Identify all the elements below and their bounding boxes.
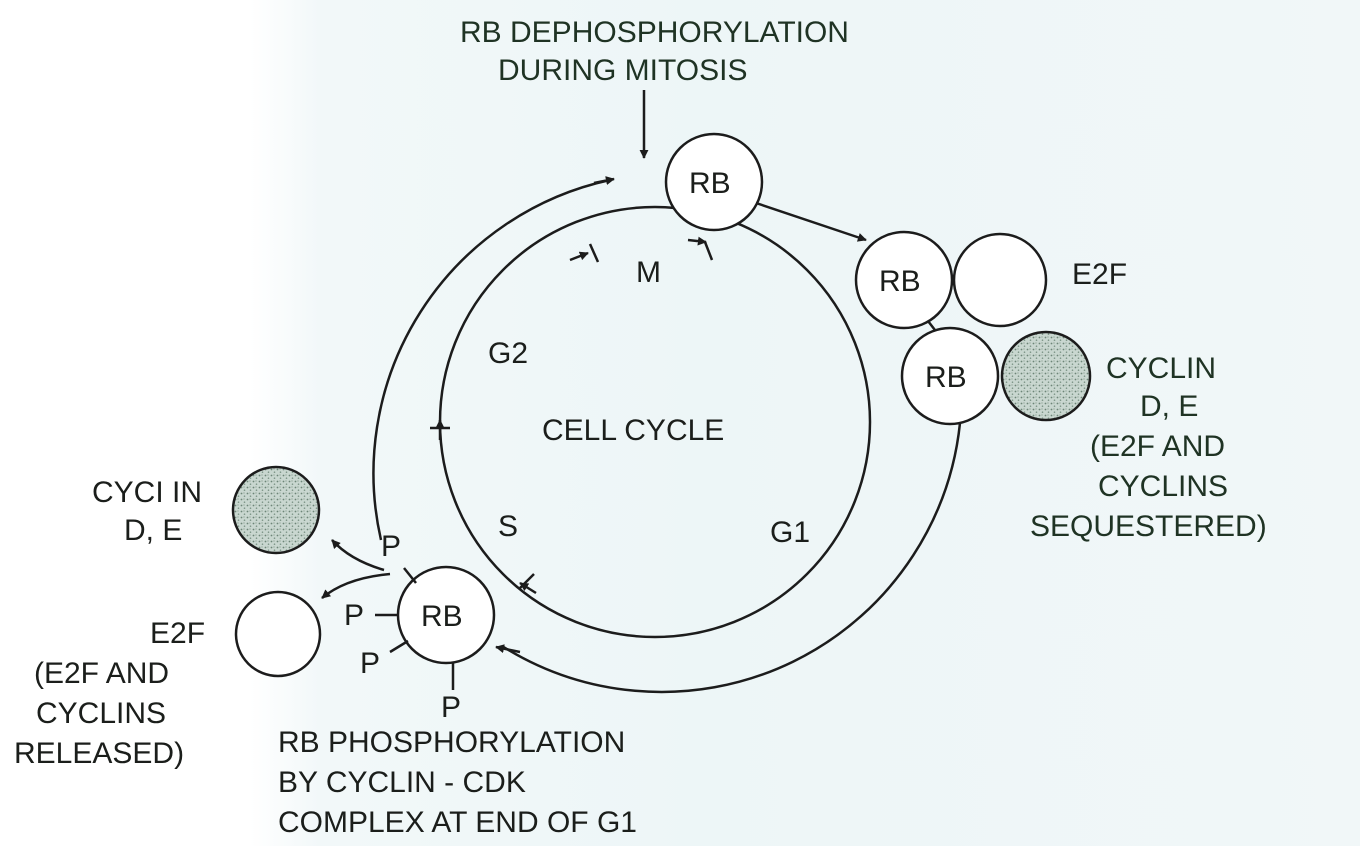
rb-node-cyclin: [900, 326, 1000, 426]
rb-node-top-label: RB: [689, 167, 731, 200]
inner-arrow-m2: [687, 236, 707, 246]
phosphorylation-label-line2: BY CYCLIN - CDK: [278, 766, 526, 799]
sequestered-label-2: CYCLINS: [1098, 470, 1228, 503]
phase-g2-label: G2: [488, 337, 528, 370]
dephosphorylation-label-line2: DURING MITOSIS: [498, 54, 747, 87]
outer-cycle-arc-left: [372, 178, 611, 541]
phosphate-bond-lower-left: [389, 639, 409, 654]
phosphate-left-label: P: [344, 599, 364, 632]
phosphate-lower-left-label: P: [360, 647, 380, 680]
released-label-3: RELEASED): [14, 737, 184, 770]
cyclin-right-label-1: CYCLIN: [1106, 352, 1216, 385]
cyclin-left-label-2: D, E: [124, 514, 182, 547]
cyclin-left-label-1: CYCI IN: [92, 476, 202, 509]
rb-node-cyclin-label: RB: [925, 361, 967, 394]
phosphorylation-label-line1: RB PHOSPHORYLATION: [278, 726, 625, 759]
rb-node-e2f: [854, 230, 954, 330]
release-arrow-e2f: [321, 572, 391, 599]
phosphorylation-label-line3: COMPLEX AT END OF G1: [278, 806, 637, 839]
outer-arc-arrowhead-bottom: [495, 644, 521, 654]
rb-node-phosphorylated-label: RB: [421, 600, 463, 633]
cell-cycle-label: CELL CYCLE: [542, 414, 724, 447]
phosphate-top-label: P: [381, 530, 401, 563]
outer-cycle-arc: [501, 422, 962, 694]
phosphate-bottom-label: P: [441, 691, 461, 724]
released-label-2: CYCLINS: [36, 697, 166, 730]
phase-m-label: M: [636, 256, 661, 289]
phase-g1-label: G1: [770, 516, 810, 549]
cyclin-node-released: [231, 465, 321, 555]
e2f-bound-label: E2F: [1072, 258, 1127, 291]
e2f-node-released: [234, 590, 322, 678]
phase-tick-m-end: [703, 241, 714, 261]
rb-node-top: [664, 132, 764, 232]
phase-s-label: S: [498, 510, 518, 543]
dephosphorylation-label-line1: RB DEPHOSPHORYLATION: [460, 16, 849, 49]
phase-tick-m-start: [588, 243, 600, 263]
sequestered-label-1: (E2F AND: [1090, 430, 1225, 463]
sequestered-label-3: SEQUESTERED): [1030, 510, 1267, 543]
e2f-released-label: E2F: [150, 617, 205, 650]
cyclin-right-label-2: D, E: [1140, 390, 1198, 423]
inner-arrow-s: [519, 581, 537, 595]
outer-arc-arrowhead-top: [593, 176, 615, 186]
rb-node-e2f-label: RB: [879, 265, 921, 298]
phase-tick-s-g1: [519, 573, 535, 589]
phosphate-bond-top: [403, 567, 417, 584]
inner-arrow-m: [569, 251, 589, 262]
released-label-1: (E2F AND: [34, 657, 169, 690]
release-arrow-cyclin: [331, 539, 385, 572]
e2f-node-bound: [952, 232, 1048, 328]
cyclin-node-bound: [1000, 330, 1092, 422]
arrow-rb-to-rb-e2f: [755, 201, 867, 242]
